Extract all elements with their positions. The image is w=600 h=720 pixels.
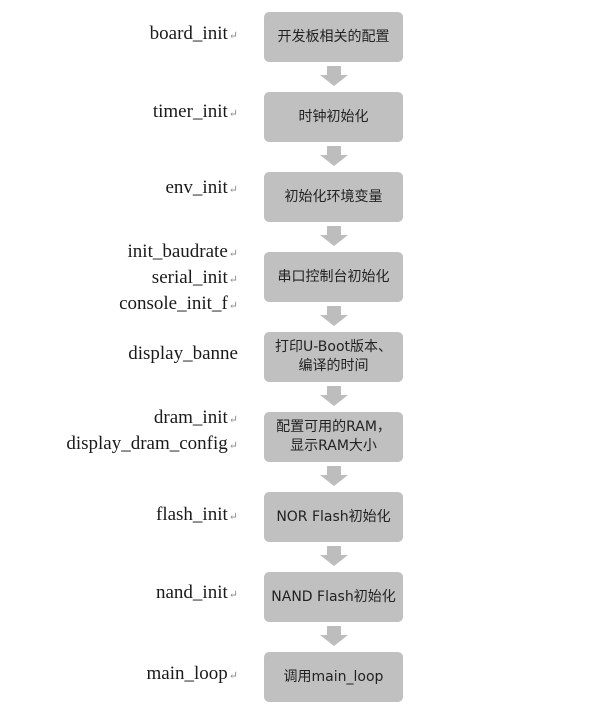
step-box-main-loop: 调用main_loop	[264, 652, 403, 702]
return-mark-icon: ↵	[228, 440, 238, 452]
return-mark-icon: ↵	[228, 274, 238, 286]
return-mark-icon: ↵	[228, 108, 238, 120]
step-box-serial-console: 串口控制台初始化	[264, 252, 403, 302]
down-arrow-icon	[320, 66, 348, 86]
step-box-env: 初始化环境变量	[264, 172, 403, 222]
return-mark-icon: ↵	[228, 511, 238, 523]
label-nand-init: nand_init↵	[156, 582, 238, 603]
step-box-print-banner: 打印U-Boot版本、编译的时间	[264, 332, 403, 382]
label-timer-init: timer_init↵	[152, 101, 238, 122]
return-mark-icon: ↵	[228, 184, 238, 196]
step-box-nor-flash: NOR Flash初始化	[264, 492, 403, 542]
return-mark-icon: ↵	[228, 30, 238, 42]
step-box-dram: 配置可用的RAM，显示RAM大小	[264, 412, 403, 462]
return-mark-icon: ↵	[228, 670, 238, 682]
down-arrow-icon	[320, 626, 348, 646]
step-box-nand-flash: NAND Flash初始化	[264, 572, 403, 622]
down-arrow-icon	[320, 146, 348, 166]
label-env-init: env_init↵	[165, 177, 239, 198]
label-board-init: board_init↵	[149, 23, 238, 44]
down-arrow-icon	[320, 546, 348, 566]
down-arrow-icon	[320, 386, 348, 406]
return-mark-icon: ↵	[228, 248, 238, 260]
label-flash-init: flash_init↵	[156, 504, 238, 525]
down-arrow-icon	[320, 306, 348, 326]
down-arrow-icon	[320, 466, 348, 486]
down-arrow-icon	[320, 226, 348, 246]
label-main-loop: main_loop↵	[146, 663, 239, 684]
return-mark-icon: ↵	[228, 589, 238, 601]
return-mark-icon: ↵	[228, 300, 238, 312]
label-display-banne: display_banne	[128, 343, 238, 364]
return-mark-icon: ↵	[228, 414, 238, 426]
label-serial-group: init_baudrate↵ serial_init↵ console_init…	[119, 241, 238, 314]
step-box-timer: 时钟初始化	[264, 92, 403, 142]
step-box-board-config: 开发板相关的配置	[264, 12, 403, 62]
label-dram-group: dram_init↵ display_dram_config↵	[66, 407, 238, 454]
